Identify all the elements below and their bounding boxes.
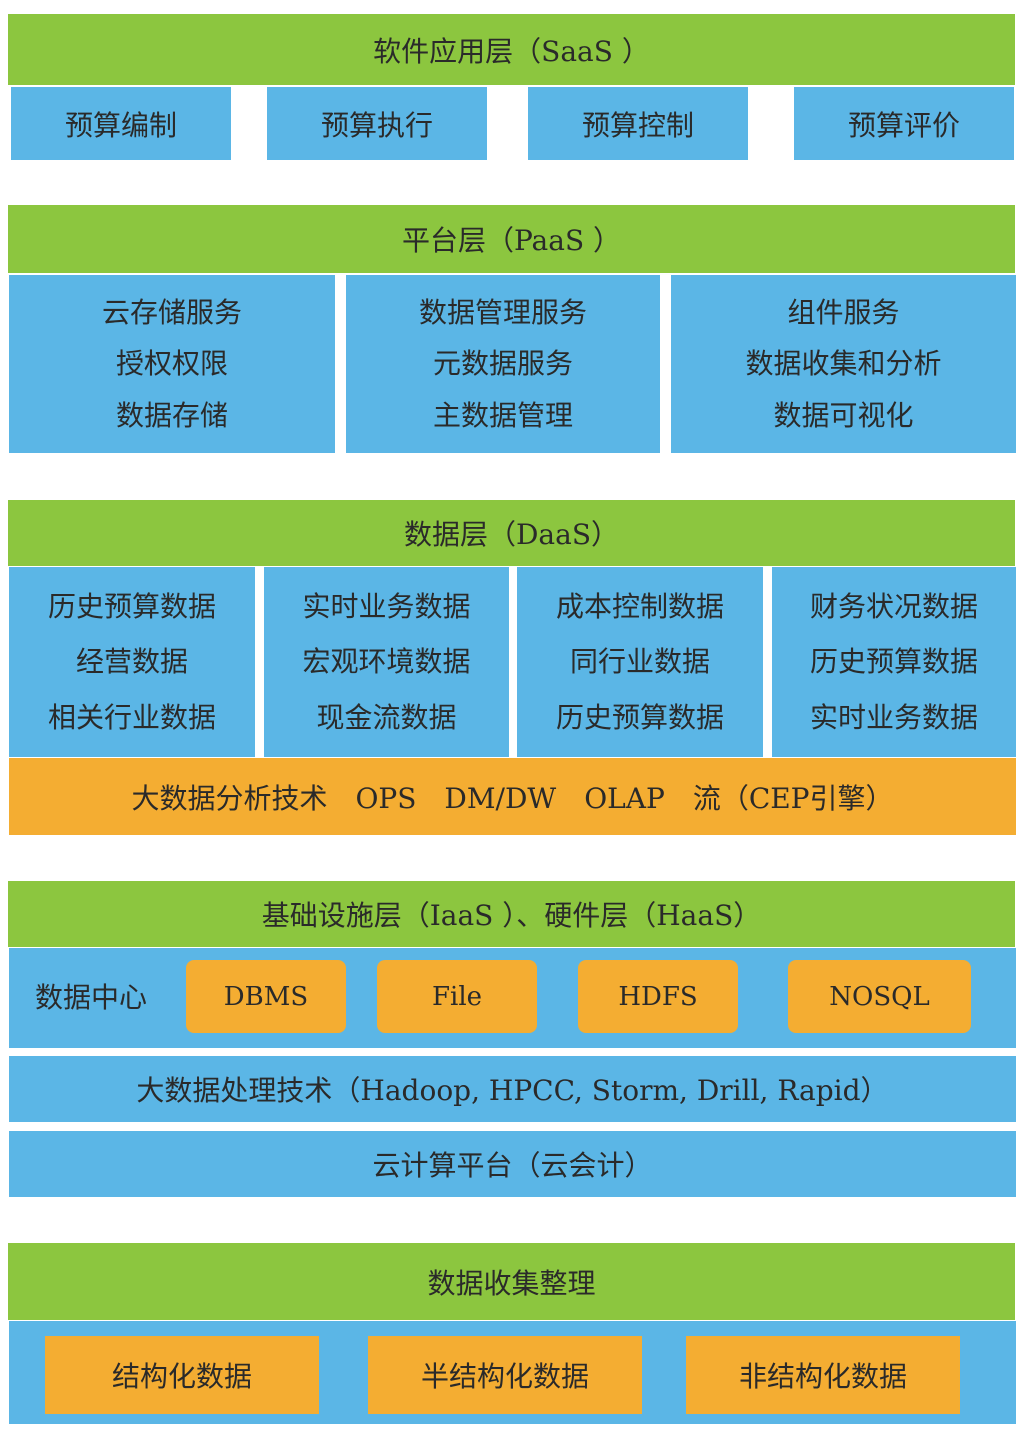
paas-service-item: 数据可视化 — [773, 398, 914, 432]
saas-item-label: 预算控制 — [581, 108, 694, 142]
paas-service-item: 数据管理服务 — [418, 295, 587, 329]
paas-layer-title: 平台层（PaaS ） — [401, 224, 622, 257]
storage-label: NOSQL — [829, 981, 930, 1012]
collection-layer-header: 数据收集整理 — [8, 1243, 1015, 1320]
paas-column-components: 组件服务 数据收集和分析 数据可视化 — [671, 275, 1016, 453]
storage-label: DBMS — [223, 981, 309, 1012]
storage-hdfs: HDFS — [578, 960, 738, 1033]
daas-data-item: 相关行业数据 — [47, 700, 216, 734]
daas-data-item: 现金流数据 — [316, 700, 457, 734]
up-arrow-icon — [112, 164, 152, 200]
cloud-platform-text: 云计算平台（云会计） — [372, 1149, 653, 1182]
daas-data-item: 同行业数据 — [569, 645, 710, 679]
daas-data-item: 历史预算数据 — [809, 645, 978, 679]
up-arrow-icon — [629, 164, 669, 200]
daas-column-3: 成本控制数据 同行业数据 历史预算数据 — [517, 567, 763, 757]
daas-data-item: 经营数据 — [75, 645, 188, 679]
daas-data-item: 实时业务数据 — [302, 589, 471, 623]
unstructured-data-box: 非结构化数据 — [686, 1336, 960, 1414]
paas-service-item: 数据收集和分析 — [745, 347, 942, 381]
bigdata-analysis-bar: 大数据分析技术 OPS DM/DW OLAP 流（CEP引擎） — [9, 758, 1016, 835]
saas-item-label: 预算编制 — [64, 108, 177, 142]
up-arrow-icon — [477, 458, 517, 494]
saas-item-budget-control: 预算控制 — [528, 87, 748, 160]
saas-item-label: 预算执行 — [320, 108, 433, 142]
paas-service-item: 组件服务 — [787, 295, 900, 329]
saas-layer-header: 软件应用层（SaaS ） — [8, 14, 1015, 85]
storage-label: HDFS — [618, 981, 698, 1012]
daas-data-item: 宏观环境数据 — [302, 645, 471, 679]
daas-column-4: 财务状况数据 历史预算数据 实时业务数据 — [772, 567, 1016, 757]
daas-layer-header: 数据层（DaaS） — [8, 500, 1015, 566]
daas-column-1: 历史预算数据 经营数据 相关行业数据 — [9, 567, 255, 757]
collection-row: 结构化数据 半结构化数据 非结构化数据 — [9, 1321, 1016, 1424]
semi-structured-data-box: 半结构化数据 — [368, 1336, 642, 1414]
daas-data-item: 历史预算数据 — [555, 700, 724, 734]
collection-item-label: 半结构化数据 — [420, 1360, 589, 1393]
paas-service-item: 数据存储 — [115, 398, 228, 432]
structured-data-box: 结构化数据 — [45, 1336, 319, 1414]
bigdata-processing-bar: 大数据处理技术（Hadoop, HPCC, Storm, Drill, Rapi… — [9, 1056, 1016, 1122]
collection-layer-title: 数据收集整理 — [427, 1266, 596, 1300]
iaas-layer-header: 基础设施层（IaaS ）、硬件层（HaaS） — [8, 881, 1015, 947]
cloud-platform-bar: 云计算平台（云会计） — [9, 1131, 1016, 1197]
storage-nosql: NOSQL — [788, 960, 971, 1033]
storage-label: File — [431, 981, 483, 1012]
up-arrow-icon — [887, 164, 927, 200]
datacenter-label: 数据中心 — [35, 981, 148, 1014]
paas-layer-header: 平台层（PaaS ） — [8, 205, 1015, 273]
storage-file: File — [377, 960, 537, 1033]
saas-item-budget-execution: 预算执行 — [267, 87, 487, 160]
collection-item-label: 结构化数据 — [111, 1360, 252, 1393]
paas-service-item: 元数据服务 — [432, 347, 573, 381]
datacenter-row: 数据中心 DBMS File HDFS NOSQL — [9, 948, 1016, 1048]
saas-layer-title: 软件应用层（SaaS ） — [373, 34, 650, 68]
daas-data-item: 实时业务数据 — [809, 700, 978, 734]
collection-item-label: 非结构化数据 — [738, 1360, 907, 1393]
storage-dbms: DBMS — [186, 960, 346, 1033]
saas-item-label: 预算评价 — [847, 108, 960, 142]
paas-column-storage: 云存储服务 授权权限 数据存储 — [9, 275, 335, 453]
up-arrow-icon — [349, 164, 389, 200]
daas-data-item: 财务状况数据 — [809, 589, 978, 623]
daas-layer-title: 数据层（DaaS） — [403, 518, 620, 551]
paas-service-item: 授权权限 — [115, 347, 228, 381]
up-arrow-icon — [477, 840, 517, 876]
daas-data-item: 历史预算数据 — [47, 589, 216, 623]
paas-service-item: 云存储服务 — [101, 295, 242, 329]
bigdata-processing-text: 大数据处理技术（Hadoop, HPCC, Storm, Drill, Rapi… — [136, 1074, 889, 1107]
saas-item-budget-preparation: 预算编制 — [11, 87, 231, 160]
paas-service-item: 主数据管理 — [432, 398, 573, 432]
saas-item-budget-evaluation: 预算评价 — [794, 87, 1014, 160]
paas-column-data-management: 数据管理服务 元数据服务 主数据管理 — [346, 275, 660, 453]
daas-column-2: 实时业务数据 宏观环境数据 现金流数据 — [264, 567, 509, 757]
bigdata-analysis-text: 大数据分析技术 OPS DM/DW OLAP 流（CEP引擎） — [131, 781, 894, 815]
up-arrow-icon — [477, 1202, 517, 1238]
daas-data-item: 成本控制数据 — [555, 589, 724, 623]
iaas-layer-title: 基础设施层（IaaS ）、硬件层（HaaS） — [261, 899, 762, 932]
